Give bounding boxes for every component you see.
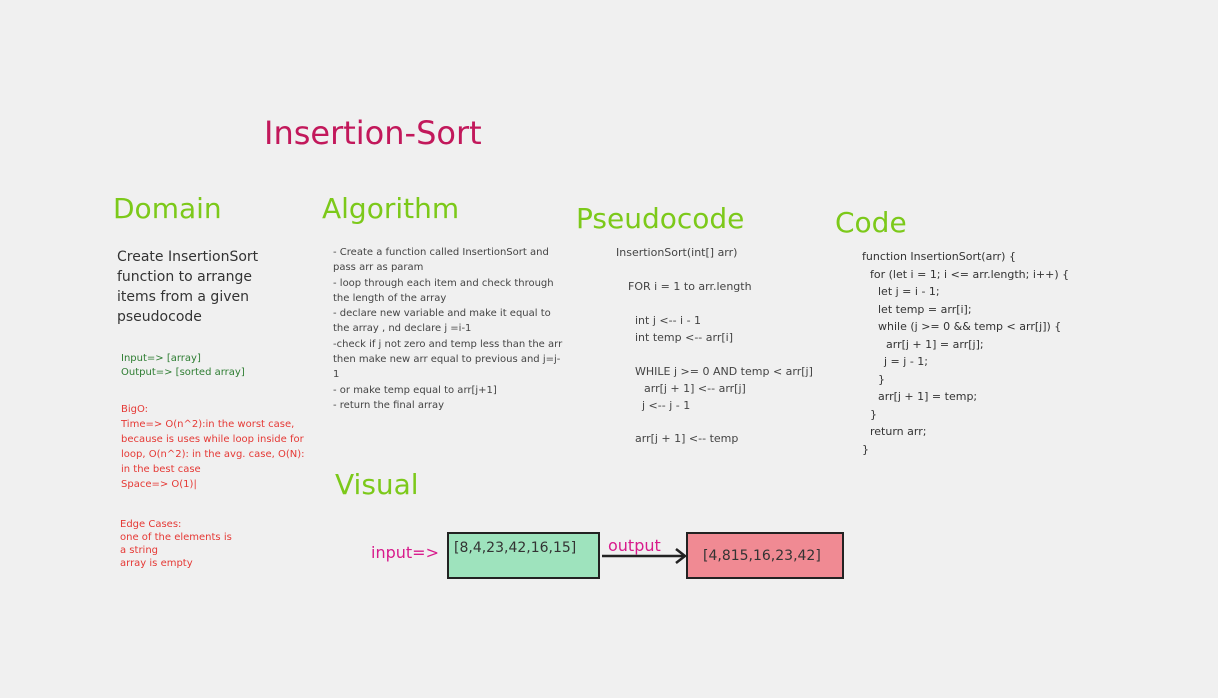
domain-description: Create InsertionSort function to arrange… — [117, 249, 259, 325]
heading-algorithm: Algorithm — [322, 192, 460, 225]
code-line: let j = i - 1; — [878, 285, 940, 298]
edge-case-item: array is empty — [120, 558, 193, 569]
pseudocode-line: int temp <-- arr[i] — [635, 331, 733, 344]
page-title: Insertion-Sort — [264, 114, 482, 152]
arrow-icon — [602, 548, 688, 564]
output-array-text: [4,815,16,23,42] — [703, 548, 821, 564]
pseudocode-line: arr[j + 1] <-- temp — [635, 432, 739, 445]
code-line: return arr; — [870, 425, 927, 438]
io-spec: Input=> [array] Output=> [sorted array] — [121, 352, 245, 380]
output-spec: Output=> [sorted array] — [121, 367, 245, 378]
algorithm-step: - loop through each item and check throu… — [333, 277, 554, 304]
pseudocode-line: int j <-- i - 1 — [635, 314, 702, 327]
output-array-box: [4,815,16,23,42] — [686, 532, 844, 579]
big-o-time: Time=> O(n^2):in the worst case, because… — [121, 419, 305, 475]
pseudocode-line: FOR i = 1 to arr.length — [628, 280, 752, 293]
heading-domain: Domain — [113, 192, 222, 225]
code-line: arr[j + 1] = temp; — [878, 390, 978, 403]
pseudocode-line: arr[j + 1] <-- arr[j] — [644, 382, 746, 395]
heading-visual: Visual — [335, 468, 419, 501]
input-array-box: [8,4,23,42,16,15] — [447, 532, 600, 579]
algorithm-step: - return the final array — [333, 399, 445, 411]
edge-case-item: one of the elements is a string — [120, 532, 232, 556]
code-line: function InsertionSort(arr) { — [862, 250, 1016, 263]
code-line: while (j >= 0 && temp < arr[j]) { — [878, 320, 1062, 333]
edge-cases-section: Edge Cases: one of the elements is a str… — [120, 518, 240, 570]
code-line: } — [862, 442, 869, 456]
heading-code: Code — [835, 206, 907, 239]
pseudocode-line: j <-- j - 1 — [642, 399, 691, 412]
code-line: for (let i = 1; i <= arr.length; i++) { — [870, 267, 1070, 281]
pseudocode-line: InsertionSort(int[] arr) — [616, 246, 738, 259]
edge-cases-title: Edge Cases: — [120, 519, 182, 530]
visual-output-label: output — [608, 536, 661, 555]
input-spec: Input=> [array] — [121, 353, 201, 364]
big-o-section: BigO: Time=> O(n^2):in the worst case, b… — [121, 402, 306, 492]
algorithm-step: - declare new variable and make it equal… — [333, 308, 551, 335]
code-line: } — [870, 407, 877, 421]
algorithm-step: -check if j not zero and temp less than … — [333, 338, 563, 381]
code-line: let temp = arr[i]; — [878, 302, 972, 316]
algorithm-step: - or make temp equal to arr[j+1] — [333, 384, 497, 396]
code-line: } — [878, 372, 885, 386]
code-line: arr[j + 1] = arr[j]; — [886, 337, 984, 351]
big-o-title: BigO: — [121, 404, 149, 415]
input-array-text: [8,4,23,42,16,15] — [454, 540, 577, 556]
algorithm-steps: - Create a function called InsertionSort… — [333, 245, 563, 413]
big-o-space: Space=> O(1)| — [121, 479, 197, 490]
visual-input-label: input=> — [371, 543, 439, 562]
pseudocode-line: WHILE j >= 0 AND temp < arr[j] — [635, 365, 813, 378]
heading-pseudocode: Pseudocode — [576, 202, 745, 235]
code-line: j = j - 1; — [884, 355, 928, 368]
algorithm-step: - Create a function called InsertionSort… — [333, 247, 549, 274]
